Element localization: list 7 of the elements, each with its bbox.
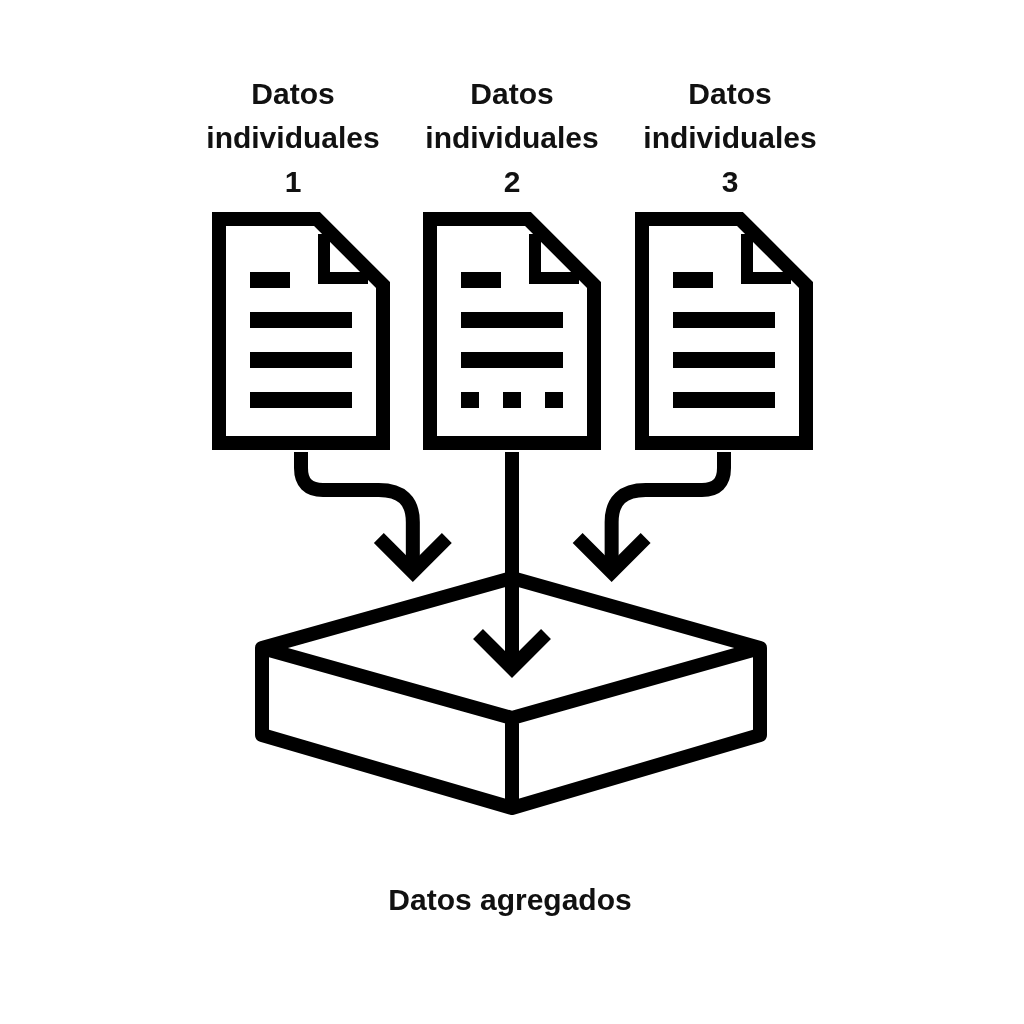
arrow [471,452,553,675]
node-label: Datos individuales 3 [642,76,818,200]
node-label: Datos individuales 1 [205,76,381,200]
arrow [294,452,454,579]
node-label: Datos agregados [387,882,633,918]
arrow [570,452,731,579]
node-label: Datos individuales 2 [424,76,600,200]
